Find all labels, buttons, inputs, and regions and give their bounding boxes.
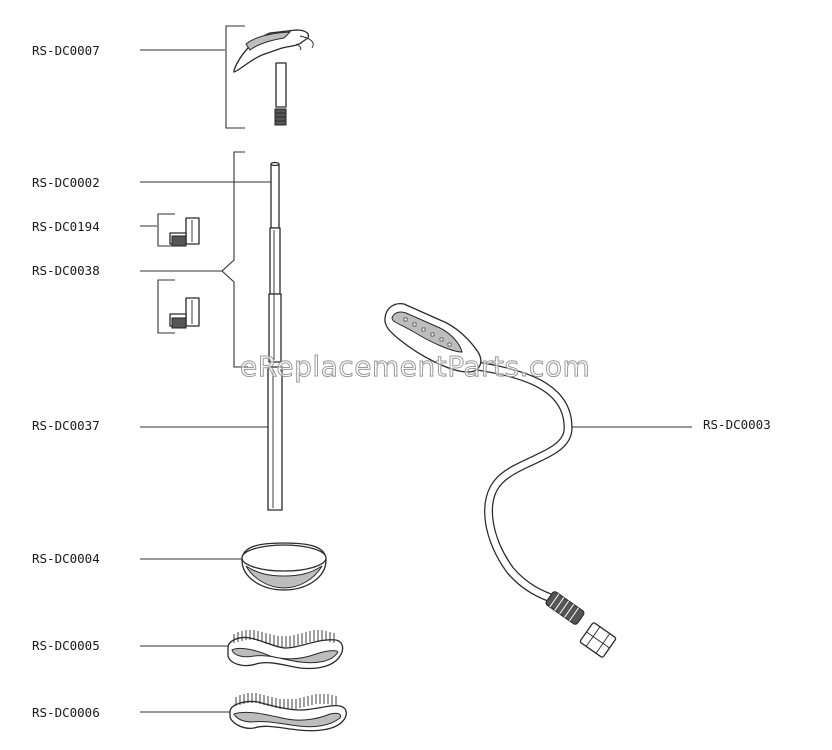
leader-lines xyxy=(140,25,692,713)
part-label-rs-dc0006[interactable]: RS-DC0006 xyxy=(32,705,100,720)
part-rs-dc0002-pole-top[interactable] xyxy=(270,161,280,229)
part-label-rs-dc0038[interactable]: RS-DC0038 xyxy=(32,263,100,278)
part-label-rs-dc0194[interactable]: RS-DC0194 xyxy=(32,219,100,234)
part-rs-dc0038-pole-middle[interactable] xyxy=(268,227,282,363)
part-rs-dc0194-clip-upper[interactable] xyxy=(169,217,200,247)
part-rs-dc0037-pole-bottom[interactable] xyxy=(267,366,283,511)
part-label-rs-dc0005[interactable]: RS-DC0005 xyxy=(32,638,100,653)
part-rs-dc0003-steam-head-hose[interactable] xyxy=(384,302,617,658)
part-label-rs-dc0037[interactable]: RS-DC0037 xyxy=(32,418,100,433)
part-rs-dc0004-dome[interactable] xyxy=(241,542,327,591)
part-rs-dc0007-holder[interactable] xyxy=(233,29,314,126)
watermark-text: eReplacementParts.com xyxy=(240,350,590,383)
part-rs-dc0005-brush-ring[interactable] xyxy=(227,630,344,670)
steam-vent-dots xyxy=(403,317,452,347)
part-label-rs-dc0003[interactable]: RS-DC0003 xyxy=(703,417,771,432)
part-label-rs-dc0004[interactable]: RS-DC0004 xyxy=(32,551,100,566)
part-rs-dc0194-clip-lower[interactable] xyxy=(169,297,200,329)
part-rs-dc0006-brush-ring[interactable] xyxy=(229,693,347,732)
part-label-rs-dc0002[interactable]: RS-DC0002 xyxy=(32,175,100,190)
part-label-rs-dc0007[interactable]: RS-DC0007 xyxy=(32,43,100,58)
